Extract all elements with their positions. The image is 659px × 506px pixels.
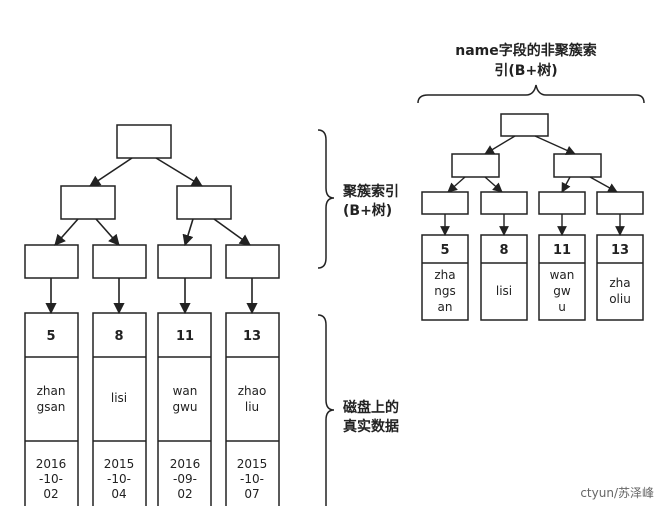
right-branch-node [553,153,602,178]
record-name: zhao [238,384,267,398]
right-tree-title: 引(B+树) [494,62,557,79]
record-box [92,312,147,506]
record-date: 2015 [104,457,135,471]
record-date: 02 [177,487,192,501]
left-leaf-node [225,244,280,279]
arrow [484,176,503,193]
arrow [589,176,618,193]
brace-disk-data [317,314,335,506]
record-date: -10- [107,472,131,486]
index-entry-name: gw [553,284,571,298]
right-branch-node [451,153,500,178]
arrow [54,218,79,246]
record-name: zhan [37,384,66,398]
clustered-index-label: 聚簇索引 [342,183,399,200]
watermark: ctyun/苏泽峰 [580,486,654,500]
index-entry-box [480,234,528,321]
record-date: -09- [173,472,197,486]
arrow [95,218,120,246]
arrow [182,218,194,247]
index-entry-box [421,234,469,321]
record-name: wan [173,384,198,398]
record-id: 13 [243,329,261,344]
disk-data-label: 真实数据 [343,418,399,435]
record-date: 04 [111,487,126,501]
arrow [447,176,466,193]
left-branch-node [60,185,116,220]
index-entry-name: an [438,300,453,314]
record-id: 5 [46,329,55,344]
record-date: 02 [43,487,58,501]
arrow [213,218,251,246]
record-date: -10- [39,472,63,486]
record-date: -10- [240,472,264,486]
disk-data-label: 磁盘上的 [343,399,399,416]
index-entry-name: oliu [609,292,631,306]
index-entry-name: lisi [496,284,512,298]
index-entry-name: zha [609,276,630,290]
brace-right-tree [417,84,645,104]
left-branch-node [176,185,232,220]
arrow [89,157,133,187]
index-entry-id: 8 [499,243,508,258]
index-entry-box [538,234,586,321]
record-name: liu [245,400,259,414]
left-leaf-node [157,244,212,279]
left-leaf-node [24,244,79,279]
right-tree-title: name字段的非聚簇索 [455,42,597,59]
index-entry-id: 11 [553,243,571,258]
arrow [534,135,576,155]
index-entry-name: u [558,300,566,314]
clustered-index-label: (B+树) [343,202,392,219]
record-name: gsan [37,400,66,414]
index-entry-id: 13 [611,243,629,258]
record-name: lisi [111,391,127,405]
record-id: 8 [114,329,123,344]
arrow [484,135,516,155]
right-leaf-node [538,191,586,215]
index-entry-id: 5 [440,243,449,258]
record-id: 11 [176,329,194,344]
right-root-node [500,113,549,137]
arrow [155,157,203,187]
record-date: 2015 [237,457,268,471]
left-leaf-node [92,244,147,279]
right-leaf-node [421,191,469,215]
record-date: 07 [244,487,259,501]
index-entry-box [596,234,644,321]
index-entry-name: ngs [434,284,455,298]
record-date: 2016 [170,457,201,471]
right-leaf-node [480,191,528,215]
left-root-node [116,124,172,159]
record-date: 2016 [36,457,67,471]
record-box [157,312,212,506]
brace-clustered-index [317,129,335,269]
arrow [561,176,571,193]
record-box [24,312,79,506]
right-leaf-node [596,191,644,215]
record-name: gwu [172,400,197,414]
index-entry-name: wan [550,268,575,282]
record-box [225,312,280,506]
index-entry-name: zha [434,268,455,282]
